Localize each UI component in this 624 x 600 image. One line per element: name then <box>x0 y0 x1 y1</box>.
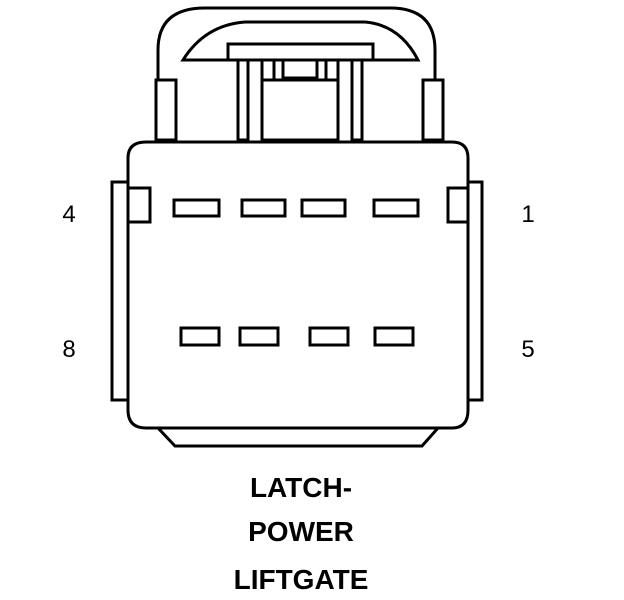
latch-cap <box>180 20 421 62</box>
pin-label-top-right: 1 <box>521 201 534 228</box>
side-rail-left <box>110 180 128 402</box>
connector-housing <box>126 140 470 430</box>
pin-cavity-5 <box>373 326 415 347</box>
connector-title-line-2: POWER <box>248 516 354 547</box>
pin-cavity-3 <box>240 198 287 218</box>
latch-post-right <box>350 58 364 142</box>
latch-center-tab <box>281 58 319 80</box>
pin-cavity-4 <box>172 198 221 218</box>
connector-title-line-1: LATCH- <box>250 472 352 503</box>
pin-cavity-2 <box>300 198 347 218</box>
pin-label-top-left: 4 <box>62 201 75 228</box>
side-rail-right <box>468 180 484 402</box>
latch-plate <box>226 42 375 62</box>
bottom-skirt <box>156 426 440 448</box>
latch-arm-left <box>154 78 178 142</box>
latch-arch <box>156 6 437 80</box>
latch-post-left <box>236 58 250 142</box>
pin-cavity-1 <box>372 198 420 218</box>
side-notch-left <box>128 186 152 224</box>
pin-cavity-8 <box>179 326 221 347</box>
side-notch-right <box>446 186 468 224</box>
pin-label-bottom-left: 8 <box>62 336 75 363</box>
latch-center-block <box>260 78 340 142</box>
pin-label-bottom-right: 5 <box>521 336 534 363</box>
pin-cavity-7 <box>238 326 280 347</box>
pin-cavity-6 <box>308 326 350 347</box>
latch-inner-left <box>260 58 276 82</box>
latch-inner-right <box>324 58 340 82</box>
latch-arm-right <box>421 78 445 142</box>
connector-title-line-3: LIFTGATE <box>234 564 369 595</box>
